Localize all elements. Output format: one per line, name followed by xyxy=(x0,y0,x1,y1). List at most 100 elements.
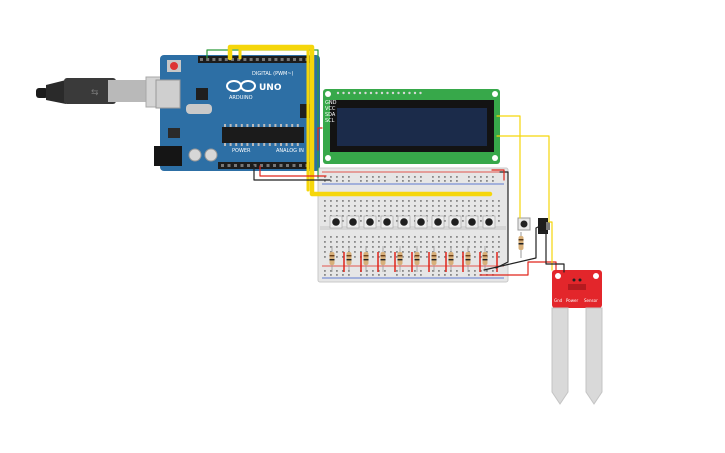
breadboard-hole xyxy=(396,180,398,182)
breadboard-hole xyxy=(474,256,476,258)
chip-pin xyxy=(246,143,249,146)
breadboard-hole xyxy=(468,270,470,272)
resistor-band xyxy=(380,259,386,261)
header-pin[interactable] xyxy=(293,58,296,61)
resistor xyxy=(329,252,335,265)
lcd-16x2-i2c[interactable]: GND VCC SDA SCL xyxy=(323,89,500,164)
header-pin[interactable] xyxy=(243,58,247,61)
pushbutton-cap[interactable] xyxy=(400,218,408,226)
pushbutton-cap[interactable] xyxy=(417,218,425,226)
wire-yellow-lcd xyxy=(496,115,521,219)
header-pin[interactable] xyxy=(266,164,270,167)
breadboard-hole xyxy=(438,205,440,207)
breadboard-hole xyxy=(408,210,410,212)
pushbutton-cap[interactable] xyxy=(451,218,459,226)
breadboard-hole xyxy=(402,205,404,207)
header-pin[interactable] xyxy=(274,58,278,61)
header-pin[interactable] xyxy=(212,58,216,61)
header-pin[interactable] xyxy=(240,164,244,167)
breadboard-hole xyxy=(432,270,434,272)
breadboard-hole xyxy=(372,180,374,182)
breadboard-hole xyxy=(468,200,470,202)
header-pin[interactable] xyxy=(286,58,290,61)
header-pin[interactable] xyxy=(299,164,302,167)
breadboard-hole xyxy=(336,256,338,258)
breadboard-hole xyxy=(336,180,338,182)
header-pin[interactable] xyxy=(279,164,283,167)
header-pin[interactable] xyxy=(280,58,284,61)
chip-pin xyxy=(240,124,243,127)
breadboard-hole xyxy=(372,251,374,253)
wires xyxy=(206,44,565,276)
arduino-uno-board[interactable]: DIGITAL (PWM~) UNO ARDUINO POWER ANALOG … xyxy=(154,55,320,171)
breadboard-hole xyxy=(390,241,392,243)
header-pin[interactable] xyxy=(234,164,237,167)
pushbutton-cap[interactable] xyxy=(383,218,391,226)
breadboard-hole xyxy=(396,220,398,222)
breadboard-hole xyxy=(456,205,458,207)
breadboard-hole xyxy=(402,180,404,182)
header-pin[interactable] xyxy=(286,164,289,167)
breadboard-hole xyxy=(372,210,374,212)
breadboard-hole xyxy=(414,241,416,243)
breadboard-hole xyxy=(468,246,470,248)
breadboard-hole xyxy=(336,251,338,253)
breadboard-hole xyxy=(378,180,380,182)
chip-pin xyxy=(285,124,288,127)
potentiometer[interactable] xyxy=(538,218,550,234)
breadboard-hole xyxy=(414,200,416,202)
capacitor-1 xyxy=(188,148,202,162)
breadboard-hole xyxy=(324,241,326,243)
breadboard-hole xyxy=(474,180,476,182)
breadboard-hole xyxy=(444,270,446,272)
breadboard-hole xyxy=(420,270,422,272)
pushbutton-cap[interactable] xyxy=(485,218,493,226)
pushbutton-cap[interactable] xyxy=(349,218,357,226)
pushbutton-cap[interactable] xyxy=(366,218,374,226)
breadboard-hole xyxy=(492,236,494,238)
header-pin[interactable] xyxy=(224,58,228,61)
header-pin[interactable] xyxy=(218,58,222,61)
breadboard-hole xyxy=(324,205,326,207)
sensor-pin-label: Gnd xyxy=(554,298,563,303)
breadboard-hole xyxy=(450,274,452,276)
pushbutton-cap[interactable] xyxy=(468,218,476,226)
breadboard-hole xyxy=(498,210,500,212)
header-pin[interactable] xyxy=(200,58,203,61)
header-pin[interactable] xyxy=(247,164,250,167)
header-pin[interactable] xyxy=(268,58,272,61)
header-pin[interactable] xyxy=(253,164,257,167)
single-pushbutton[interactable] xyxy=(517,217,531,231)
header-pin[interactable] xyxy=(231,58,234,61)
analog-label: ANALOG IN xyxy=(276,148,304,154)
wire-yellow-bus xyxy=(227,44,493,197)
resistor-band xyxy=(363,259,369,261)
header-pin[interactable] xyxy=(262,58,265,61)
pushbutton-cap[interactable] xyxy=(434,218,442,226)
breadboard-hole xyxy=(456,246,458,248)
header-pin[interactable] xyxy=(249,58,253,61)
breadboard-hole xyxy=(432,241,434,243)
header-pin[interactable] xyxy=(227,164,231,167)
breadboard-hole xyxy=(456,210,458,212)
header-pin[interactable] xyxy=(237,58,241,61)
breadboard-hole xyxy=(462,210,464,212)
header-pin[interactable] xyxy=(221,164,224,167)
breadboard-hole xyxy=(480,210,482,212)
chip-pin xyxy=(235,143,238,146)
header-pin[interactable] xyxy=(206,58,210,61)
wire-red-5v xyxy=(259,165,327,177)
pushbutton-cap[interactable] xyxy=(332,218,340,226)
header-pin[interactable] xyxy=(273,164,276,167)
soil-moisture-sensor[interactable]: Gnd Power Sensor xyxy=(551,270,603,405)
reset-button-cap[interactable] xyxy=(170,62,178,70)
breadboard-hole xyxy=(372,200,374,202)
header-pin[interactable] xyxy=(299,58,303,61)
header-pin[interactable] xyxy=(260,164,263,167)
breadboard-hole xyxy=(372,205,374,207)
header-pin[interactable] xyxy=(255,58,259,61)
breadboard-hole xyxy=(384,205,386,207)
chip-pin xyxy=(257,143,260,146)
header-pin[interactable] xyxy=(292,164,296,167)
breadboard-hole xyxy=(486,270,488,272)
